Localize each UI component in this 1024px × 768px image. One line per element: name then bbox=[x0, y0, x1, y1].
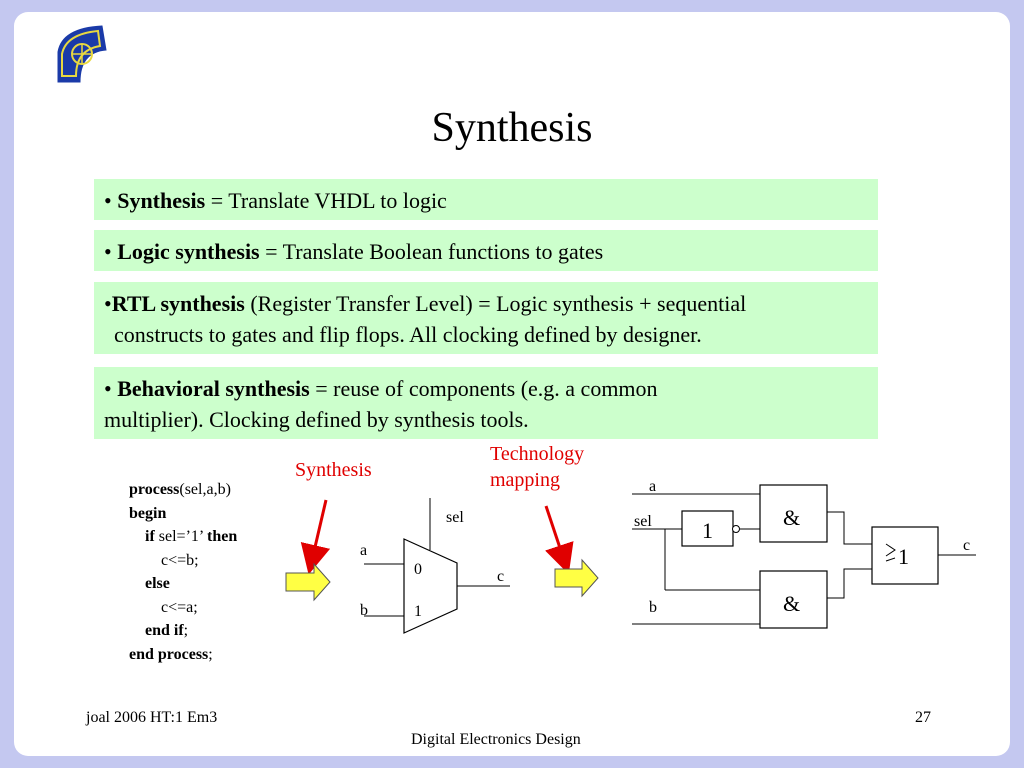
bullet-synthesis: • Synthesis = Translate VHDL to logic bbox=[94, 179, 878, 220]
page-title: Synthesis bbox=[431, 105, 593, 151]
gates-c-label: c bbox=[963, 537, 970, 554]
mux-sel-label: sel bbox=[446, 509, 464, 526]
greater-equal-symbol bbox=[885, 543, 896, 562]
bullet-logic-synthesis: • Logic synthesis = Translate Boolean fu… bbox=[94, 230, 878, 271]
mux-b-label: b bbox=[360, 602, 368, 619]
footer-left: joal 2006 HT:1 Em3 bbox=[86, 709, 218, 726]
synthesis-label: Synthesis bbox=[295, 459, 372, 481]
gates-sel-label: sel bbox=[634, 513, 652, 530]
or-gate-label: 1 bbox=[898, 544, 909, 569]
vhdl-code: process(sel,a,b) begin if sel=’1’ then c… bbox=[129, 481, 238, 663]
not-gate bbox=[681, 510, 734, 547]
mapping-red-arrow bbox=[544, 505, 574, 575]
multiplexer bbox=[403, 538, 458, 634]
circuit-diagram: sel a b c 0 1 1 & & 1 a sel b c bbox=[285, 478, 976, 634]
mux-in1-label: 1 bbox=[414, 603, 422, 620]
slide: Synthesis • Synthesis = Translate VHDL t… bbox=[14, 12, 1010, 756]
yellow-arrow-2-icon bbox=[554, 558, 599, 598]
not-gate-label: 1 bbox=[702, 518, 713, 543]
gates-a-label: a bbox=[649, 478, 656, 495]
mux-c-label: c bbox=[497, 568, 504, 585]
bullet-behavioral-synthesis: • Behavioral synthesis = reuse of compon… bbox=[94, 367, 878, 439]
university-logo-icon bbox=[57, 25, 107, 83]
synthesis-red-arrow bbox=[300, 499, 331, 575]
footer-center: Digital Electronics Design bbox=[411, 731, 581, 748]
yellow-arrow-1-icon bbox=[285, 562, 331, 602]
or-gate bbox=[871, 526, 939, 585]
not-gate-bubble bbox=[732, 525, 740, 533]
page-number: 27 bbox=[915, 709, 931, 726]
mux-a-label: a bbox=[360, 542, 367, 559]
and-gate-top-label: & bbox=[783, 505, 800, 530]
bullet-rtl-synthesis: •RTL synthesis (Register Transfer Level)… bbox=[94, 282, 878, 354]
and-gate-bottom-label: & bbox=[783, 591, 800, 616]
mux-in0-label: 0 bbox=[414, 561, 422, 578]
and-gate-top bbox=[759, 484, 828, 543]
technology-mapping-label: Technology mapping bbox=[490, 443, 585, 491]
and-gate-bottom bbox=[759, 570, 828, 629]
gates-b-label: b bbox=[649, 599, 657, 616]
